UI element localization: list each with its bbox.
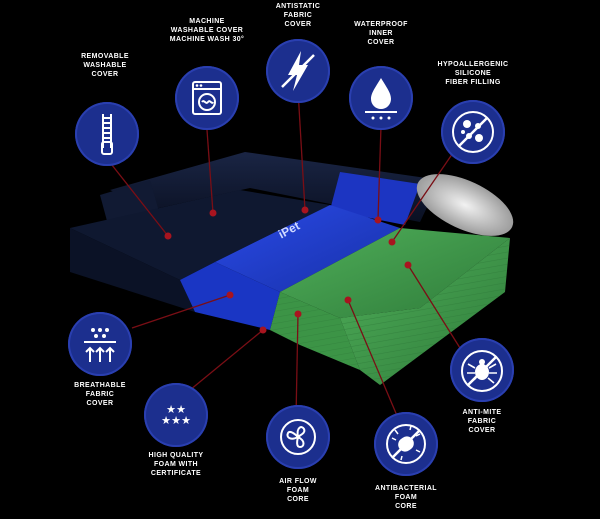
line-antibacterial (347, 299, 399, 419)
dot-washing (209, 209, 217, 217)
feature-icon-circle (68, 312, 132, 376)
line-antimite (407, 264, 461, 349)
feature-waterproof: WATERPROOF INNER COVER (326, 20, 436, 140)
feature-high-quality-foam: ★★ ★★★ HIGH QUALITY FOAM WITH CERTIFICAT… (121, 383, 231, 493)
dot-quality (259, 326, 267, 334)
feature-label: ANTIBACTERIAL FOAM CORE (375, 485, 437, 510)
svg-text:★: ★ (176, 403, 186, 416)
feature-anti-mite: ANTI-MITE FABRIC COVER (427, 338, 537, 448)
feature-hypoallergenic: HYPOALLERGENIC SILICONE FIBER FILLING (418, 60, 528, 180)
foam-core-top (280, 228, 510, 318)
lightning-icon (281, 51, 315, 91)
line-waterproof (377, 125, 382, 221)
feature-machine-washable: MACHINE WASHABLE COVER MACHINE WASH 30° (152, 17, 262, 137)
dot-ventilation (294, 310, 302, 318)
feature-icon-circle (266, 405, 330, 469)
bolster-blue-section (330, 172, 420, 225)
mattress-top-cover (70, 190, 330, 280)
no-mites-icon (461, 350, 503, 392)
zipper-icon (101, 114, 113, 155)
fiber-filling-roll (416, 174, 514, 236)
water-drop-icon (365, 78, 397, 120)
dot-hypoallergenic (388, 238, 396, 246)
feature-icon-circle (175, 66, 239, 130)
dot-antimite (404, 261, 412, 269)
line-hypoallergenic (391, 149, 456, 243)
line-ventilation (295, 313, 299, 419)
breathable-icon (84, 328, 116, 362)
feature-air-flow: AIR FLOW FOAM CORE (243, 405, 353, 515)
fan-icon (280, 419, 316, 455)
dot-antibacterial (344, 296, 352, 304)
line-quality (189, 329, 264, 391)
line-breathable (131, 294, 231, 329)
mattress-front-dark (70, 228, 195, 312)
feature-icon-circle (266, 39, 330, 103)
line-antistatic (297, 89, 306, 211)
feature-label: MACHINE WASHABLE COVER MACHINE WASH 30° (169, 18, 245, 43)
dot-zipper (164, 232, 172, 240)
feature-icon-circle (374, 412, 438, 476)
feature-icon-circle (441, 100, 505, 164)
dot-breathable (226, 291, 234, 299)
feature-icon-circle (349, 66, 413, 130)
line-zipper (107, 159, 169, 237)
feature-antistatic: ANTISTATIC FABRIC COVER (243, 2, 353, 122)
feature-label: HYPOALLERGENIC SILICONE FIBER FILLING (437, 61, 509, 86)
feature-label: BREATHABLE FABRIC COVER (74, 382, 126, 407)
svg-text:★: ★ (166, 403, 176, 416)
feature-label: REMOVABLE WASHABLE COVER (81, 53, 129, 78)
feature-label: ANTI-MITE FABRIC COVER (462, 409, 502, 434)
dot-waterproof (374, 216, 382, 224)
feature-label: WATERPROOF INNER COVER (354, 21, 408, 46)
foam-texture (340, 238, 510, 385)
stars-icon: ★★ ★★★ (161, 403, 191, 427)
feature-label: AIR FLOW FOAM CORE (279, 478, 317, 503)
mattress-blue-band (215, 205, 400, 292)
feature-removable-cover: REMOVABLE WASHABLE COVER (50, 52, 160, 172)
feature-label: ANTISTATIC FABRIC COVER (275, 3, 321, 28)
feature-antibacterial: ANTIBACTERIAL FOAM CORE (351, 412, 461, 519)
line-washing (206, 129, 214, 214)
feature-label: HIGH QUALITY FOAM WITH CERTIFICATE (148, 452, 204, 477)
bacteria-icon (386, 424, 426, 464)
svg-text:★: ★ (181, 414, 191, 427)
washing-machine-icon (192, 81, 222, 115)
no-allergens-icon (452, 111, 494, 153)
feature-icon-circle (450, 338, 514, 402)
foam-texture-front (270, 292, 360, 370)
feature-icon-circle (75, 102, 139, 166)
svg-text:★: ★ (171, 414, 181, 427)
dot-antistatic (301, 206, 309, 214)
feature-icon-circle: ★★ ★★★ (144, 383, 208, 447)
feature-breathable: BREATHABLE FABRIC COVER (45, 312, 155, 422)
svg-text:★: ★ (161, 414, 171, 427)
